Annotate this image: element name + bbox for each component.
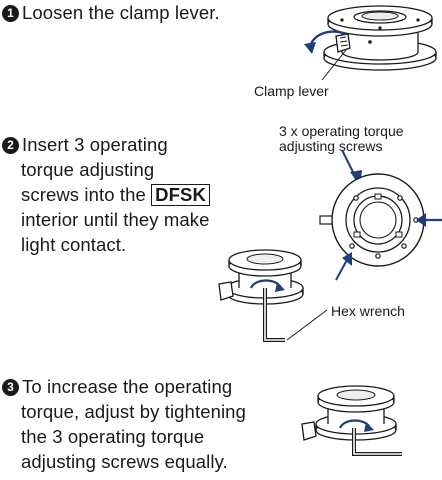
step-3-number: 3 bbox=[2, 379, 19, 396]
step-2-side-view-illustration bbox=[218, 249, 328, 342]
step-2-line-4: interior until they make bbox=[21, 209, 210, 230]
step-3-line-1: To increase the operating bbox=[22, 376, 233, 397]
step-2-top-view-illustration bbox=[319, 149, 442, 281]
step-3-line-2: torque, adjust by tightening bbox=[21, 401, 246, 422]
screws-callout-line-1: 3 x operating torque bbox=[279, 123, 404, 139]
step-1-number: 1 bbox=[2, 5, 19, 22]
step-2-line-1: Insert 3 operating bbox=[22, 134, 168, 155]
step-2-number: 2 bbox=[2, 137, 19, 154]
step-2-line-3: screws into the bbox=[21, 184, 146, 205]
screws-callout-line-2: adjusting screws bbox=[279, 138, 383, 154]
step-3-line-3: the 3 operating torque bbox=[21, 426, 205, 447]
step-1-text: Loosen the clamp lever. bbox=[22, 2, 220, 23]
step-3-side-view-illustration bbox=[301, 385, 402, 456]
screws-callout: 3 x operating torque adjusting screws bbox=[279, 124, 404, 154]
step-3-line-4: adjusting screws equally. bbox=[21, 451, 228, 472]
step-2-line-2: torque adjusting bbox=[21, 159, 155, 180]
hex-wrench-callout: Hex wrench bbox=[331, 303, 405, 319]
step-2-line-5: light contact. bbox=[21, 234, 127, 255]
step-1-coupling-illustration bbox=[304, 5, 437, 81]
product-code-box: DFSK bbox=[151, 184, 210, 206]
clamp-lever-callout: Clamp lever bbox=[254, 83, 329, 99]
